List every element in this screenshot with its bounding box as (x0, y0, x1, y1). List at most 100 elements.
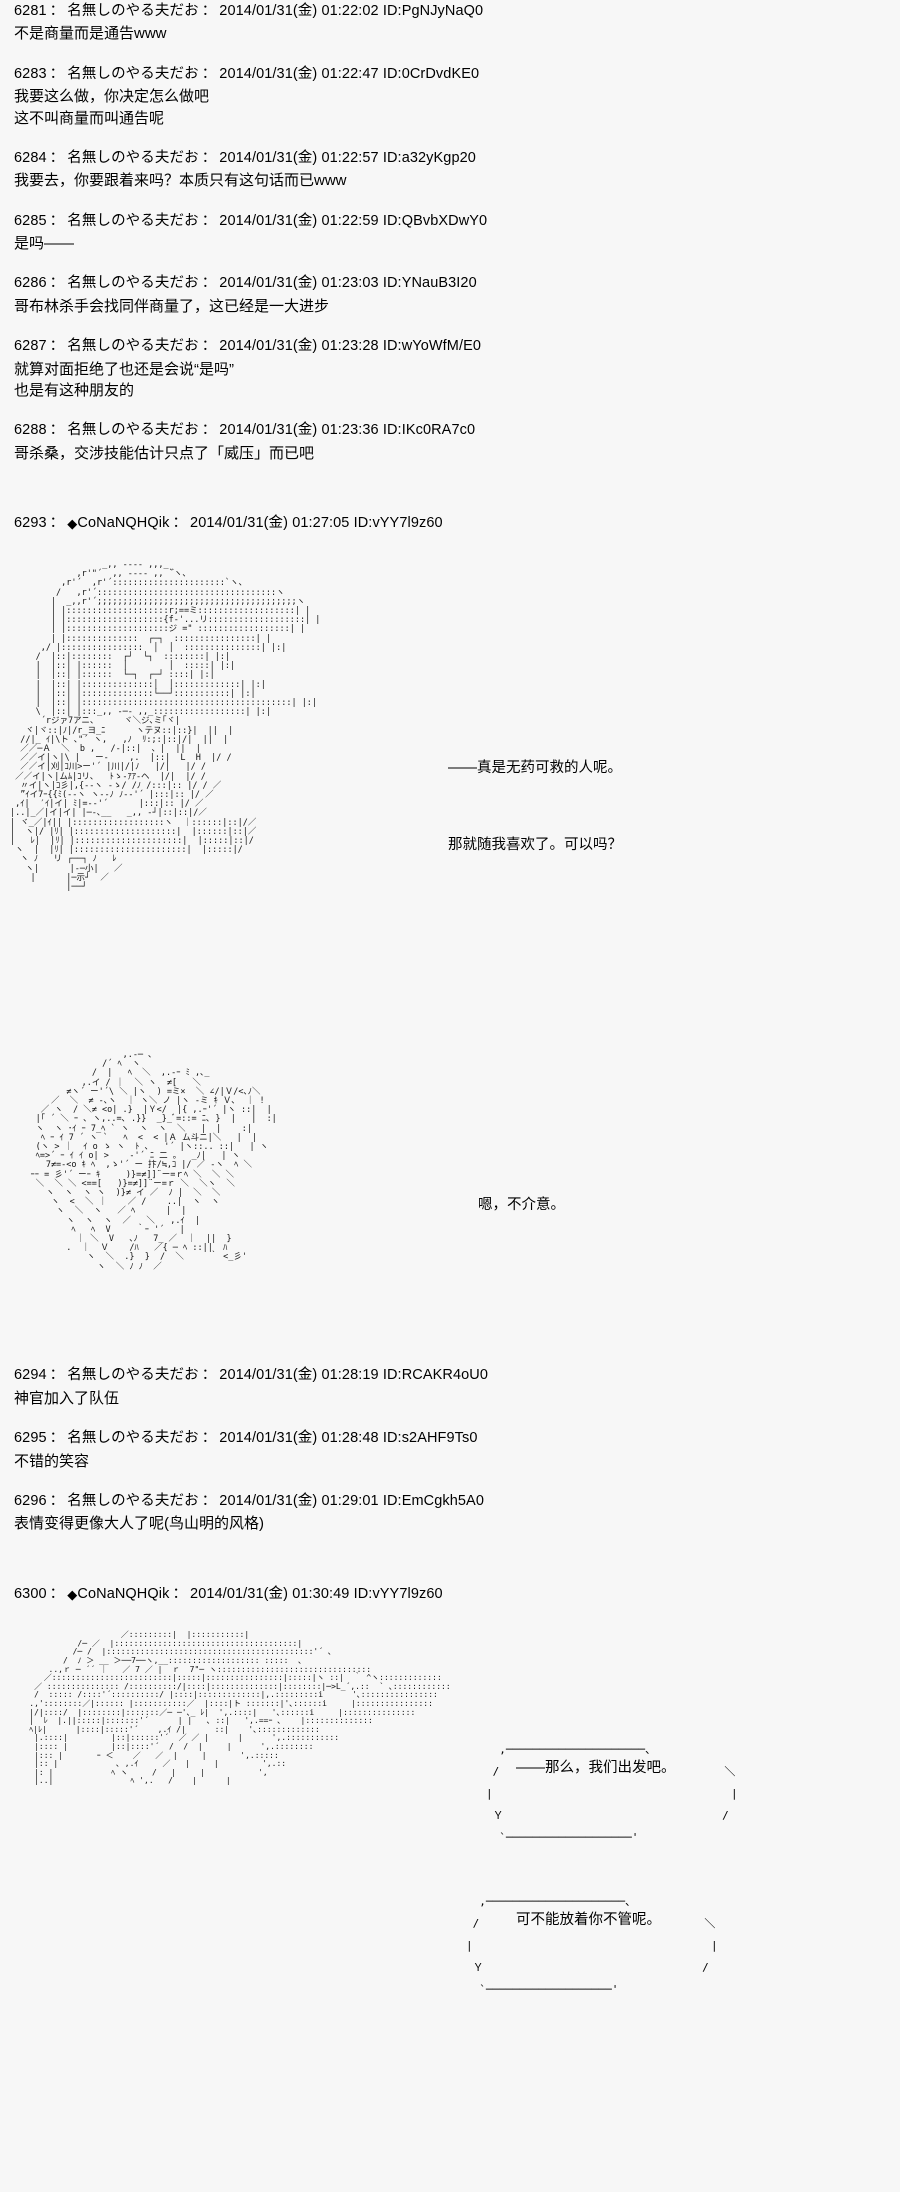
post-time: 01:29:01 (321, 1492, 379, 1509)
post: 6294：名無しのやる夫だお：2014/01/31(金) 01:28:19 ID… (0, 1364, 900, 1409)
post-date: 2014/01/31(金) (219, 338, 318, 355)
post-body: 哥杀桑，交涉技能估计只点了「威压」而已吧 (14, 443, 886, 464)
post-author: 名無しのやる夫だお (67, 65, 199, 82)
post-id: ID:vYY7l9z60 (353, 514, 443, 531)
post-author: 名無しのやる夫だお (67, 3, 199, 19)
post-separator: ： (49, 65, 65, 82)
post-body-line: 不是商量而是通告www (14, 25, 167, 43)
post-body-line: 就算对面拒绝了也还是会说“是吗” (14, 360, 234, 378)
post-head: 6286：名無しのやる夫だお：2014/01/31(金) 01:23:03 ID… (14, 272, 886, 294)
speech-bubble-1-text: ——那么，我们出发吧。 (516, 1760, 676, 1777)
post-id: ID:vYY7l9z60 (353, 1585, 443, 1602)
post-separator: ： (49, 275, 65, 292)
post-id: ID:0CrDvdKE0 (382, 65, 480, 82)
post-separator: ： (201, 149, 217, 166)
post-id: ID:QBvbXDwY0 (382, 212, 488, 229)
post-body: 神官加入了队伍 (14, 1388, 886, 1409)
speech-bubble-1: ,─────────────────────、 / ＼ | | Ｙ / `───… (486, 1743, 738, 1845)
post-separator: ： (49, 1367, 65, 1384)
post-author: CoNaNQHQik (77, 1585, 170, 1602)
post-date: 2014/01/31(金) (190, 1585, 289, 1602)
post-id: ID:wYoWfM/E0 (382, 338, 482, 355)
post-separator: ： (49, 149, 65, 166)
post-body-line: 神官加入了队伍 (14, 1389, 120, 1407)
speech-bubble-2: ,─────────────────────、 / ＼ | | Ｙ / `───… (466, 1895, 718, 1997)
post: 6287：名無しのやる夫だお：2014/01/31(金) 01:23:28 ID… (0, 335, 900, 401)
post-body: 不错的笑容 (14, 1451, 886, 1472)
post-head: 6293：◆CoNaNQHQik：2014/01/31(金) 01:27:05 … (14, 514, 443, 531)
post-body-line: 表情变得更像大人了呢(鸟山明的风格) (14, 1515, 264, 1533)
post: 6296：名無しのやる夫だお：2014/01/31(金) 01:29:01 ID… (0, 1490, 900, 1535)
post-date: 2014/01/31(金) (219, 1492, 318, 1509)
tripcode-diamond-icon: ◆ (67, 1586, 78, 1602)
post-time: 01:22:47 (321, 65, 379, 82)
thread-page: 6281：名無しのやる夫だお：2014/01/31(金) 01:22:02 ID… (0, 0, 900, 1997)
post-time: 01:28:48 (321, 1430, 379, 1447)
post-time: 01:22:02 (321, 3, 379, 19)
post: 6295：名無しのやる夫だお：2014/01/31(金) 01:28:48 ID… (0, 1427, 900, 1472)
post-separator: ： (49, 422, 65, 439)
post-id: ID:YNauB3I20 (382, 275, 477, 292)
post-time: 01:22:57 (321, 149, 379, 166)
post-author: 名無しのやる夫だお (67, 1367, 199, 1384)
post: 6286：名無しのやる夫だお：2014/01/31(金) 01:23:03 ID… (0, 272, 900, 317)
post-author: 名無しのやる夫だお (67, 212, 199, 229)
post-separator: ： (49, 1492, 65, 1509)
post-body: 就算对面拒绝了也还是会说“是吗”也是有这种朋友的 (14, 359, 886, 402)
post-body-line: 是吗—— (14, 235, 75, 253)
post-separator: ： (49, 338, 65, 355)
post-author: 名無しのやる夫だお (67, 1430, 199, 1447)
tripcode-diamond-icon: ◆ (67, 515, 78, 531)
post-head: 6300：◆CoNaNQHQik：2014/01/31(金) 01:30:49 … (14, 1585, 443, 1602)
post-head: 6296：名無しのやる夫だお：2014/01/31(金) 01:29:01 ID… (14, 1490, 886, 1512)
post-6300-header: 6300：◆CoNaNQHQik：2014/01/31(金) 01:30:49 … (0, 1583, 900, 1605)
post: 6288：名無しのやる夫だお：2014/01/31(金) 01:23:36 ID… (0, 419, 900, 464)
post-head: 6287：名無しのやる夫だお：2014/01/31(金) 01:23:28 ID… (14, 335, 886, 357)
post-id: ID:RCAKR4oU0 (382, 1367, 489, 1384)
post-id: ID:EmCgkh5A0 (382, 1492, 484, 1509)
post-date: 2014/01/31(金) (219, 422, 318, 439)
post: 6285：名無しのやる夫だお：2014/01/31(金) 01:22:59 ID… (0, 210, 900, 255)
post-body-line: 哥布林杀手会找同伴商量了，这已经是一大进步 (14, 297, 330, 315)
post-time: 01:28:19 (321, 1367, 379, 1384)
post-time: 01:27:05 (292, 514, 350, 531)
post-time: 01:23:28 (321, 338, 379, 355)
post-number: 6295 (14, 1430, 47, 1447)
post-body: 是吗—— (14, 233, 886, 254)
post-head: 6284：名無しのやる夫だお：2014/01/31(金) 01:22:57 ID… (14, 147, 886, 169)
post-date: 2014/01/31(金) (219, 212, 318, 229)
post-date: 2014/01/31(金) (219, 1430, 318, 1447)
post-author: 名無しのやる夫だお (67, 275, 199, 292)
post-author: 名無しのやる夫だお (67, 422, 199, 439)
post-author: 名無しのやる夫だお (67, 1492, 199, 1509)
post-list-top: 6281：名無しのやる夫だお：2014/01/31(金) 01:22:02 ID… (0, 0, 900, 464)
post-date: 2014/01/31(金) (219, 65, 318, 82)
post-separator: ： (49, 3, 65, 19)
post-number: 6296 (14, 1492, 47, 1509)
post-id: ID:IKc0RA7c0 (382, 422, 476, 439)
post-head: 6294：名無しのやる夫だお：2014/01/31(金) 01:28:19 ID… (14, 1364, 886, 1386)
post-id: ID:s2AHF9Ts0 (382, 1430, 478, 1447)
post-separator: ： (201, 275, 217, 292)
post-head: 6281：名無しのやる夫だお：2014/01/31(金) 01:22:02 ID… (14, 0, 886, 22)
dialogue-line-1b: 那就随我喜欢了。可以吗？ (448, 837, 622, 854)
post-time: 01:23:03 (321, 275, 379, 292)
post-separator: ： (201, 1367, 217, 1384)
post-separator: ： (49, 212, 65, 229)
post-author: CoNaNQHQik (77, 514, 170, 531)
post-time: 01:22:59 (321, 212, 379, 229)
post-body: 哥布林杀手会找同伴商量了，这已经是一大进步 (14, 296, 886, 317)
dialogue-line-2a: 嗯，不介意。 (478, 1197, 565, 1214)
post-date: 2014/01/31(金) (219, 275, 318, 292)
post-date: 2014/01/31(金) (190, 514, 289, 531)
post-separator: ： (201, 3, 217, 19)
post-head: 6288：名無しのやる夫だお：2014/01/31(金) 01:23:36 ID… (14, 419, 886, 441)
ascii-art-block-1: _,, ---- ,,,_ ,r'"´ ,, -‐-- ,, `゙ヽ、 ,r'´… (0, 552, 900, 972)
post-date: 2014/01/31(金) (219, 1367, 318, 1384)
post-separator: ： (49, 1430, 65, 1447)
post-number: 6281 (14, 3, 47, 19)
post-body-line: 哥杀桑，交涉技能估计只点了「威压」而已吧 (14, 444, 315, 462)
post-head: 6285：名無しのやる夫だお：2014/01/31(金) 01:22:59 ID… (14, 210, 886, 232)
post-list-mid: 6294：名無しのやる夫だお：2014/01/31(金) 01:28:19 ID… (0, 1364, 900, 1534)
post-body: 表情变得更像大人了呢(鸟山明的风格) (14, 1513, 886, 1534)
